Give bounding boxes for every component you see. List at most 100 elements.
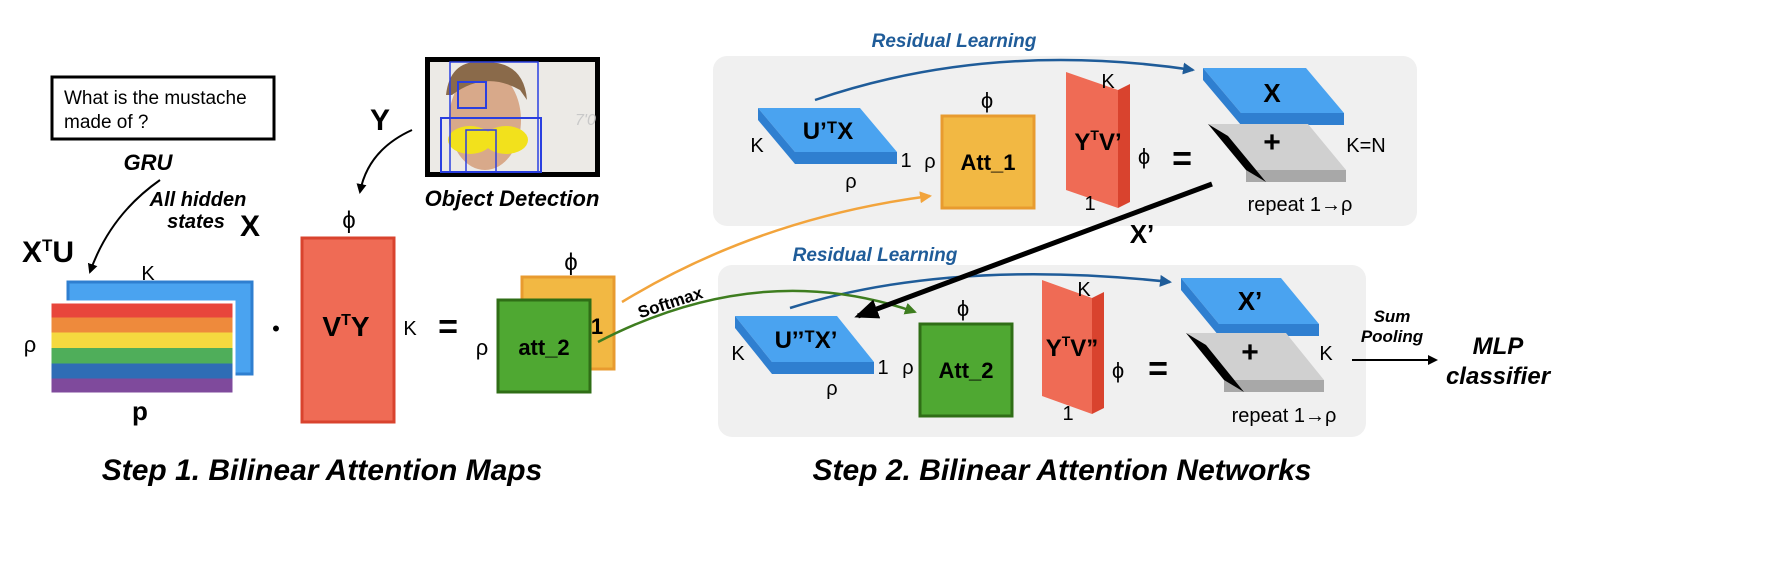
bottom-u-label: U’’ᵀX’ xyxy=(775,327,838,354)
hair-shape xyxy=(446,61,527,100)
top-att-phi: ϕ xyxy=(981,88,993,113)
bottom-u-k: K xyxy=(731,343,745,365)
bottom-att-rho: ρ xyxy=(902,357,913,379)
bottom-u-one: 1 xyxy=(877,357,888,379)
bottom-x-block xyxy=(1181,278,1319,324)
top-ytv-block xyxy=(1066,72,1118,208)
top-u-block-side xyxy=(758,108,795,164)
top-att-rho: ρ xyxy=(924,151,935,173)
dim-phi-vty: ϕ xyxy=(342,207,355,234)
equals-step1: = xyxy=(438,308,458,346)
banana-right xyxy=(484,126,528,154)
att2-bottom-matrix xyxy=(918,322,1014,418)
top-repeat-shadow xyxy=(1208,124,1266,182)
step1-title: Step 1. Bilinear Attention Maps xyxy=(102,454,543,487)
gru-to-xtu-arrow xyxy=(87,179,161,274)
top-plus: + xyxy=(1263,126,1281,159)
object-detection-label: Object Detection xyxy=(425,186,600,211)
bottom-ytv-k: K xyxy=(1077,279,1091,301)
top-k-eq-n: K=N xyxy=(1346,135,1385,157)
softmax-arrow-orange xyxy=(621,191,932,304)
bottom-ytv-phi: ϕ xyxy=(1112,358,1124,383)
att2-label: att_2 xyxy=(518,335,569,360)
bottom-u-rho: ρ xyxy=(826,378,837,400)
y-label: Y xyxy=(370,104,390,137)
bottom-ytv-one: 1 xyxy=(1062,403,1073,425)
top-x-edge xyxy=(1241,113,1344,125)
top-repeat-edge xyxy=(1246,170,1346,182)
top-u-block-edge xyxy=(795,152,897,164)
bbox-nose xyxy=(465,129,497,173)
bottom-u-edge xyxy=(772,362,874,374)
bottom-att-phi: ϕ xyxy=(957,296,969,321)
question-line-2: made of ? xyxy=(64,112,149,133)
top-ytv-phi: ϕ xyxy=(1138,144,1150,169)
bottom-x-side xyxy=(1181,278,1219,336)
residual-label-top: Residual Learning xyxy=(872,31,1037,52)
bottom-ytv-block xyxy=(1042,280,1092,414)
gru-label: GRU xyxy=(124,150,174,175)
bottom-ytv-side xyxy=(1092,292,1104,414)
photo-note: 7'0 xyxy=(575,112,596,129)
dim-k-vty: K xyxy=(403,318,417,340)
top-x-side xyxy=(1203,68,1241,125)
dim-rho-xtu: ρ xyxy=(24,332,37,357)
dim-k-xtu: K xyxy=(141,263,155,285)
top-ytv-side xyxy=(1118,84,1130,208)
detection-image: 7'0 xyxy=(425,57,600,177)
y-arrow xyxy=(356,129,413,194)
residual-arrow-top xyxy=(814,58,1195,102)
banana-left xyxy=(448,126,492,154)
top-ytv-one: 1 xyxy=(1084,193,1095,215)
bottom-ytv-label: YTV” xyxy=(1046,333,1099,362)
vty-label: VTY xyxy=(322,311,369,342)
top-ytv-k: K xyxy=(1101,71,1115,93)
bbox-eye xyxy=(457,81,487,109)
att1-label: Att_1 xyxy=(960,150,1015,175)
top-u-k: K xyxy=(750,135,764,157)
equals-top: = xyxy=(1172,140,1192,178)
top-u-label: U’ᵀX xyxy=(803,118,853,145)
step2-title: Step 2. Bilinear Attention Networks xyxy=(813,454,1312,487)
bottom-u-block xyxy=(735,316,874,362)
mlp-line-2: classifier xyxy=(1446,363,1552,390)
residual-label-bottom: Residual Learning xyxy=(793,245,958,266)
top-ytv-label: YTV’ xyxy=(1074,127,1121,156)
x-prime-label: X’ xyxy=(1130,219,1155,249)
rainbow-matrix xyxy=(48,300,236,396)
att1-matrix xyxy=(940,114,1036,210)
question-box: What is the mustache made of ? xyxy=(50,75,276,141)
bottom-plus: + xyxy=(1241,336,1259,369)
top-u-rho: ρ xyxy=(845,171,856,193)
att2-bottom-label: Att_2 xyxy=(938,358,993,383)
sum-pooling-line-1: Sum xyxy=(1374,307,1411,326)
hidden-states-line-2: states xyxy=(167,211,225,233)
sum-pooling-line-2: Pooling xyxy=(1361,327,1424,346)
bottom-repeat-shadow xyxy=(1186,333,1244,392)
top-repeat-label: repeat 1→ρ xyxy=(1248,194,1353,216)
x-label: X xyxy=(240,210,260,243)
top-u-block xyxy=(758,108,897,152)
att2-matrix xyxy=(496,298,592,394)
vty-matrix xyxy=(300,236,396,424)
dim-phi-att: ϕ xyxy=(564,249,577,276)
bottom-k: K xyxy=(1319,343,1333,365)
x-prime-arrow xyxy=(854,181,1213,319)
bottom-x-label: X’ xyxy=(1238,286,1263,316)
mlp-line-1: MLP xyxy=(1473,333,1525,360)
dot-operator: • xyxy=(272,316,280,341)
dim-p-xtu: p xyxy=(132,396,148,426)
bottom-u-side xyxy=(735,316,772,374)
bottom-repeat-edge xyxy=(1224,380,1324,392)
att-back-label: 1 xyxy=(591,314,603,339)
dim-rho-att: ρ xyxy=(476,335,489,360)
top-x-block xyxy=(1203,68,1344,113)
question-line-1: What is the mustache xyxy=(64,88,247,109)
top-x-label: X xyxy=(1263,78,1281,108)
hidden-states-line-1: All hidden xyxy=(149,189,247,211)
bottom-repeat-label: repeat 1→ρ xyxy=(1232,405,1337,427)
equals-bottom: = xyxy=(1148,350,1168,388)
top-u-one: 1 xyxy=(900,150,911,172)
xtu-label: XTU xyxy=(22,236,74,269)
